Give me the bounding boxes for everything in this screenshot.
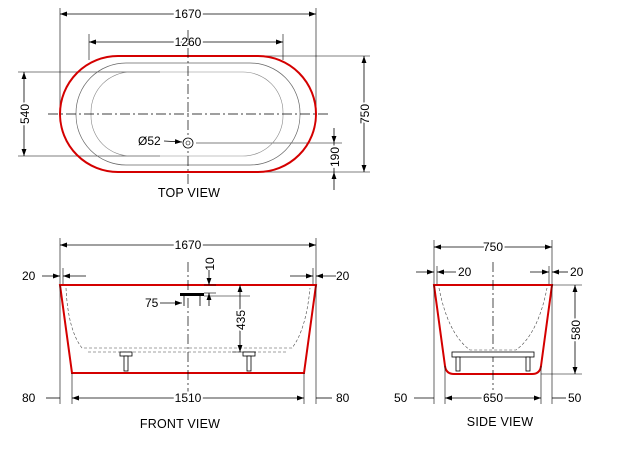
top-overall-length: 1670 — [175, 7, 202, 21]
front-depth: 435 — [234, 310, 248, 330]
front-rim-left: 20 — [22, 269, 36, 283]
front-leg-left — [119, 351, 133, 357]
side-base-right: 50 — [568, 391, 582, 405]
side-base-left: 50 — [394, 391, 408, 405]
front-base-right: 80 — [336, 391, 350, 405]
front-leg-right — [242, 351, 256, 357]
drain-icon — [182, 137, 194, 149]
top-inner-width: 540 — [18, 104, 32, 124]
side-tub-outline — [432, 284, 554, 375]
top-drain-diameter: Ø52 — [138, 134, 161, 148]
side-view: 750 20 20 580 650 50 — [394, 238, 585, 429]
front-base-left: 80 — [22, 391, 36, 405]
side-leg-left — [455, 356, 461, 372]
top-drain-offset: 190 — [328, 147, 342, 167]
top-view: 1670 1260 540 750 190 Ø52 TO — [16, 5, 374, 200]
side-view-label: SIDE VIEW — [467, 415, 533, 429]
side-rim-right: 20 — [570, 265, 584, 279]
front-tub-interior — [65, 287, 311, 349]
side-leg-frame — [451, 351, 535, 358]
side-base-width: 650 — [483, 391, 503, 405]
top-view-label: TOP VIEW — [158, 186, 220, 200]
side-leg-right — [525, 356, 531, 372]
front-base-length: 1510 — [175, 391, 202, 405]
front-overflow-height: 10 — [203, 257, 217, 271]
front-overflow-fitting — [180, 293, 204, 296]
side-height: 580 — [569, 320, 583, 340]
front-rim-right: 20 — [336, 269, 350, 283]
front-overall-length: 1670 — [175, 238, 202, 252]
top-overall-width: 750 — [358, 104, 372, 124]
front-view: 1670 20 20 10 75 435 — [22, 236, 350, 431]
side-rim-left: 20 — [458, 265, 472, 279]
front-view-label: FRONT VIEW — [140, 417, 220, 431]
top-inner-length: 1260 — [175, 35, 202, 49]
front-drain-label: 75 — [145, 296, 159, 310]
side-tub-interior — [438, 287, 548, 351]
side-overall-width: 750 — [483, 240, 503, 254]
